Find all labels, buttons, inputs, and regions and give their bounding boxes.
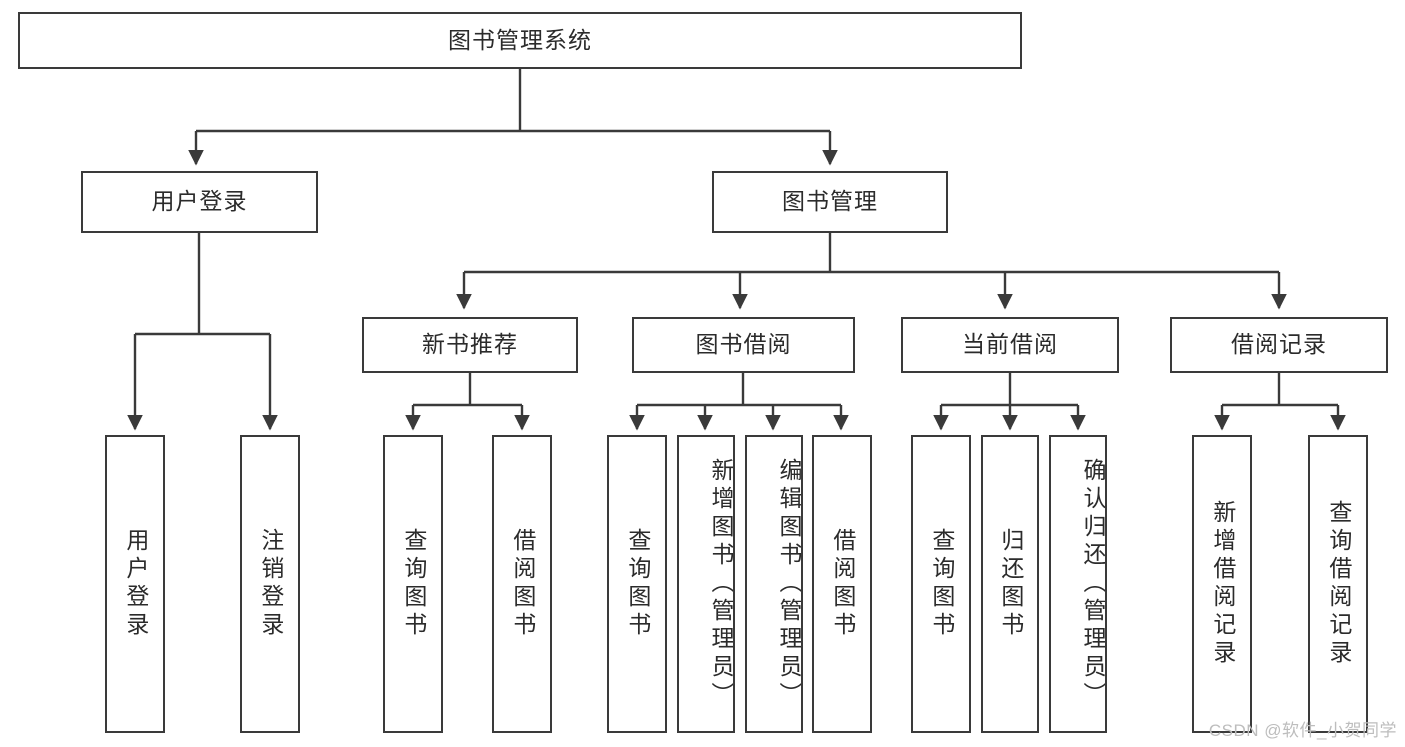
node-leaf-add-record-label: 新增借阅记录 [1209, 500, 1236, 668]
node-borrow-record-label: 借阅记录 [1231, 331, 1327, 358]
node-leaf-user-login-label: 用户登录 [122, 528, 149, 640]
node-leaf-query-book-2-label: 查询图书 [624, 528, 651, 640]
node-book-manage-label: 图书管理 [782, 188, 878, 215]
node-leaf-user-logout[interactable]: 注销登录 [240, 435, 300, 733]
node-book-manage[interactable]: 图书管理 [712, 171, 948, 233]
node-root[interactable]: 图书管理系统 [18, 12, 1022, 69]
node-leaf-query-book-3[interactable]: 查询图书 [911, 435, 971, 733]
node-borrow-record[interactable]: 借阅记录 [1170, 317, 1388, 373]
node-book-borrow-label: 图书借阅 [695, 331, 792, 358]
node-leaf-query-record[interactable]: 查询借阅记录 [1308, 435, 1368, 733]
node-user-login[interactable]: 用户登录 [81, 171, 318, 233]
node-leaf-confirm-return[interactable]: 确认归还（管理员） [1049, 435, 1107, 733]
node-root-label: 图书管理系统 [448, 26, 592, 53]
node-leaf-add-book[interactable]: 新增图书（管理员） [677, 435, 735, 733]
node-leaf-query-record-label: 查询借阅记录 [1325, 500, 1352, 668]
node-book-borrow[interactable]: 图书借阅 [632, 317, 855, 373]
node-leaf-query-book-3-label: 查询图书 [928, 528, 955, 640]
node-leaf-add-book-label: 新增图书（管理员） [708, 458, 734, 710]
node-leaf-borrow-book-1-label: 借阅图书 [509, 528, 536, 640]
node-leaf-query-book-2[interactable]: 查询图书 [607, 435, 667, 733]
node-leaf-confirm-return-label: 确认归还（管理员） [1080, 458, 1106, 710]
node-leaf-add-record[interactable]: 新增借阅记录 [1192, 435, 1252, 733]
node-leaf-user-login[interactable]: 用户登录 [105, 435, 165, 733]
node-leaf-edit-book-label: 编辑图书（管理员） [776, 458, 802, 710]
node-leaf-query-book-1-label: 查询图书 [400, 528, 427, 640]
node-leaf-edit-book[interactable]: 编辑图书（管理员） [745, 435, 803, 733]
node-leaf-borrow-book-2-label: 借阅图书 [829, 528, 856, 640]
node-leaf-borrow-book-2[interactable]: 借阅图书 [812, 435, 872, 733]
node-leaf-return-book[interactable]: 归还图书 [981, 435, 1039, 733]
node-new-book-recommend[interactable]: 新书推荐 [362, 317, 578, 373]
node-leaf-borrow-book-1[interactable]: 借阅图书 [492, 435, 552, 733]
node-current-borrow-label: 当前借阅 [962, 331, 1058, 358]
node-leaf-user-logout-label: 注销登录 [257, 528, 284, 640]
node-leaf-return-book-label: 归还图书 [997, 528, 1024, 640]
node-user-login-label: 用户登录 [151, 188, 248, 215]
node-current-borrow[interactable]: 当前借阅 [901, 317, 1119, 373]
node-new-book-recommend-label: 新书推荐 [422, 331, 518, 358]
node-leaf-query-book-1[interactable]: 查询图书 [383, 435, 443, 733]
